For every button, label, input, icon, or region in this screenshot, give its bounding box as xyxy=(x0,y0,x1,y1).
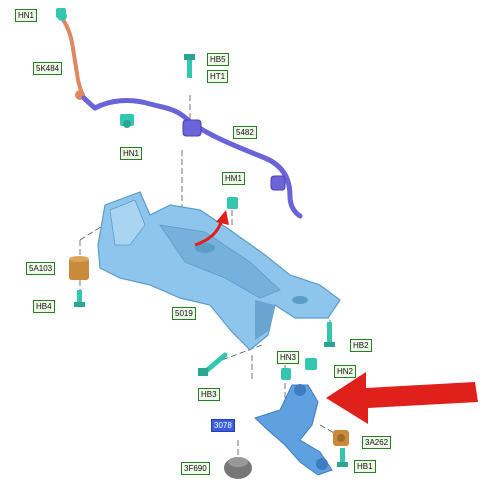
label-hn1-top: HN1 xyxy=(15,9,38,22)
nut-hn2 xyxy=(305,358,317,370)
stabilizer-bushing-left xyxy=(120,114,134,128)
label-3a262: 3A262 xyxy=(362,436,392,449)
bushing-3f690 xyxy=(224,457,252,479)
label-hm1: HM1 xyxy=(222,172,245,185)
label-hb1: HB1 xyxy=(354,460,376,473)
label-3078: 3078 xyxy=(211,419,235,432)
subframe-part xyxy=(97,191,341,351)
label-hb5: HB5 xyxy=(207,53,229,66)
nut-hm1 xyxy=(227,197,238,209)
label-hb2: HB2 xyxy=(350,339,372,352)
label-hn2: HN2 xyxy=(334,365,357,378)
bushing-5a103 xyxy=(69,256,89,280)
label-hn1-mid: HN1 xyxy=(120,147,143,160)
curved-arrow-icon xyxy=(194,210,229,247)
label-ht1: HT1 xyxy=(207,70,229,83)
label-5019: 5019 xyxy=(172,307,196,320)
stabilizer-bar-part xyxy=(81,95,303,219)
nut-hn3 xyxy=(281,368,291,380)
label-hb4: HB4 xyxy=(33,300,55,313)
red-arrow-icon xyxy=(326,372,478,424)
bolt-hb1 xyxy=(337,448,348,467)
label-5482: 5482 xyxy=(233,126,257,139)
label-hb3: HB3 xyxy=(198,388,220,401)
label-3f690: 3F690 xyxy=(181,462,210,475)
lower-control-arm-part xyxy=(254,384,333,476)
bolt-hb3 xyxy=(198,352,228,376)
bolt-hb4 xyxy=(74,290,85,307)
bolt-hb5 xyxy=(184,54,195,78)
stabilizer-link-part xyxy=(56,8,87,102)
label-5k484: 5K484 xyxy=(33,62,63,75)
label-hn3: HN3 xyxy=(277,351,300,364)
bolt-hb2 xyxy=(324,322,335,347)
bushing-3a262 xyxy=(333,430,349,446)
stabilizer-bushing-right xyxy=(182,119,286,191)
label-5a103: 5A103 xyxy=(26,262,56,275)
